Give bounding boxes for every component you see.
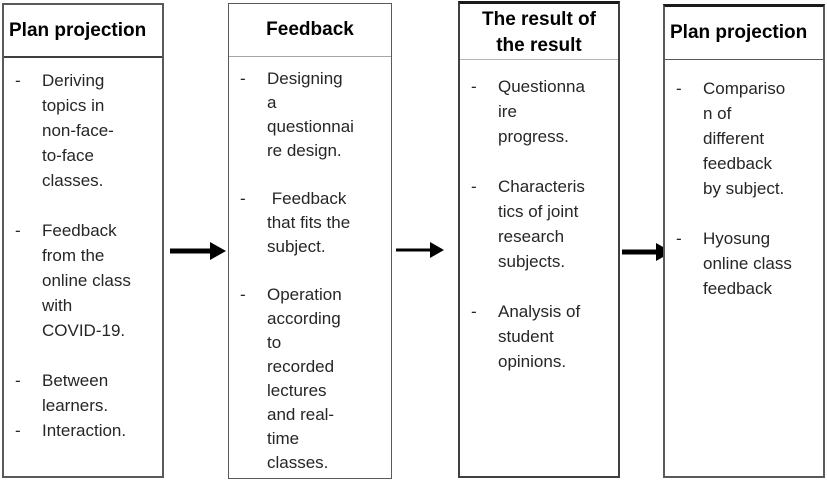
item-text: Analysis of student opinions. [498, 302, 581, 371]
item-text: Designing a questionnai re design. [267, 69, 354, 160]
list-item: - Operation according to recorded lecture… [229, 283, 387, 475]
box-title: Plan projection [4, 5, 162, 58]
item-text: Characteris tics of joint research subje… [498, 177, 585, 271]
bullet-dash: - [15, 221, 21, 240]
list-item: - Analysis of student opinions. [460, 299, 614, 374]
bullet-dash: - [15, 421, 21, 440]
item-text: Interaction. [42, 421, 127, 440]
item-text: Deriving topics in non-face- to-face cla… [42, 71, 114, 190]
box-title: Plan projection [665, 7, 823, 60]
bullet-dash: - [676, 229, 682, 248]
item-text: Compariso n of different feedback by sub… [703, 79, 786, 198]
box-title: The result of the result [460, 4, 618, 60]
item-text: Hyosung online class feedback [703, 229, 792, 298]
bullet-dash: - [240, 69, 246, 88]
stage-box-plan-projection-1: Plan projection - Deriving topics in non-… [2, 3, 164, 478]
item-text: Questionna ire progress. [498, 77, 585, 146]
item-text: Feedback from the online class with COVI… [42, 221, 131, 340]
stage-box-plan-projection-2: Plan projection - Compariso n of differen… [663, 4, 825, 478]
bullet-dash: - [471, 177, 477, 196]
bullet-dash: - [240, 285, 246, 304]
item-text: Feedback that fits the subject. [267, 189, 351, 256]
arrow-right-icon [170, 242, 226, 260]
bullet-list: - Deriving topics in non-face- to-face cl… [4, 58, 162, 443]
bullet-dash: - [240, 189, 246, 208]
bullet-dash: - [676, 79, 682, 98]
bullet-list: - Compariso n of different feedback by su… [665, 60, 823, 301]
list-item: - Interaction. [4, 418, 158, 443]
list-item: - Characteris tics of joint research subj… [460, 174, 614, 274]
stage-box-result: The result of the result - Questionna ire… [458, 1, 620, 478]
list-item: - Feedback that fits the subject. [229, 187, 387, 259]
stage-box-feedback: Feedback - Designing a questionnai re des… [228, 3, 392, 479]
bullet-dash: - [15, 71, 21, 90]
bullet-list: - Questionna ire progress. - Characteris t… [460, 60, 618, 374]
list-item: - Between learners. [4, 368, 158, 418]
bullet-dash: - [15, 371, 21, 390]
bullet-dash: - [471, 77, 477, 96]
bullet-dash: - [471, 302, 477, 321]
list-item: - Feedback from the online class with COV… [4, 218, 158, 343]
item-text: Operation according to recorded lectures… [267, 285, 342, 472]
list-item: - Hyosung online class feedback [665, 226, 819, 301]
arrow-right-icon [396, 242, 444, 258]
list-item: - Compariso n of different feedback by su… [665, 76, 819, 201]
box-title: Feedback [229, 4, 391, 57]
list-item: - Questionna ire progress. [460, 74, 614, 149]
list-item: - Deriving topics in non-face- to-face cl… [4, 68, 158, 193]
list-item: - Designing a questionnai re design. [229, 67, 387, 163]
item-text: Between learners. [42, 371, 109, 415]
bullet-list: - Designing a questionnai re design. - Fe… [229, 57, 391, 475]
